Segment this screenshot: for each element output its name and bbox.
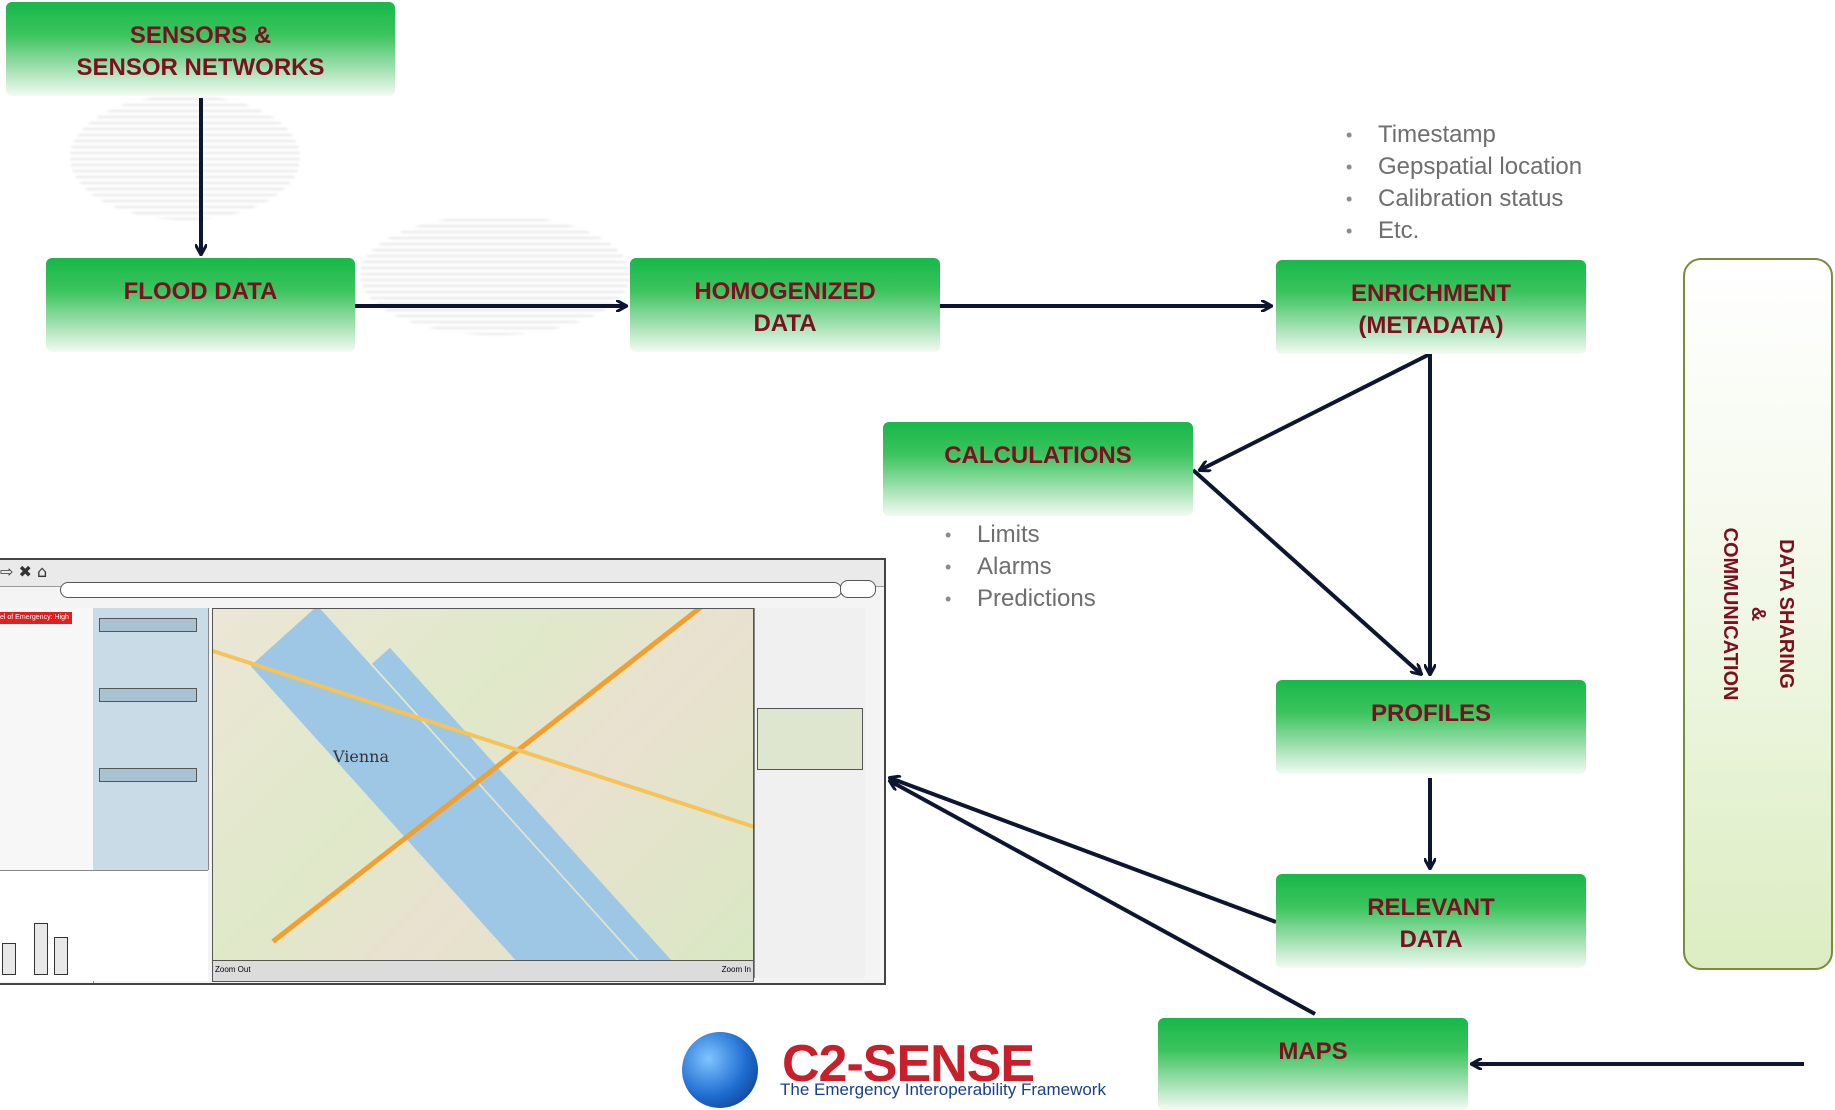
node-enrichment-line1: ENRICHMENT <box>1351 280 1511 307</box>
mock-minimap <box>757 708 863 770</box>
node-relevant-line2: DATA <box>1399 926 1463 953</box>
arrow-calculations-to-profiles <box>1191 468 1421 674</box>
arrow-relevant-to-mockup <box>890 778 1277 924</box>
node-flood-data: FLOOD DATA <box>46 258 355 352</box>
emergency-map-screenshot: ⇨ ✖ ⌂ el of Emergency: High Vienna Zoom … <box>0 558 886 985</box>
node-relevant-line1: RELEVANT <box>1367 894 1495 921</box>
side-line1: DATA SHARING <box>1775 539 1797 689</box>
node-calculations-label: CALCULATIONS <box>944 442 1132 469</box>
node-calculations: CALCULATIONS <box>883 422 1193 516</box>
binary-stream-decoration-top <box>70 95 300 220</box>
node-profiles-label: PROFILES <box>1370 700 1491 727</box>
logo-tagline: The Emergency Interoperability Framework <box>780 1080 1106 1099</box>
node-maps: MAPS <box>1158 1018 1468 1110</box>
mock-city-label: Vienna <box>333 747 390 766</box>
calculation-bullet: Alarms <box>937 551 1096 583</box>
node-sensors-line1: SENSORS & <box>129 22 272 49</box>
mock-bar <box>2 943 16 975</box>
node-sensors: SENSORS & SENSOR NETWORKS <box>6 2 395 96</box>
mock-emergency-level: el of Emergency: High <box>0 612 72 624</box>
mock-filter-panel <box>93 608 209 870</box>
calculation-bullet-list: Limits Alarms Predictions <box>937 519 1096 615</box>
mock-filter-header <box>99 618 197 632</box>
mock-right-panel <box>754 608 865 978</box>
side-line2: & <box>1747 606 1769 622</box>
mock-nav-icons: ⇨ ✖ ⌂ <box>0 562 48 581</box>
mock-filter-header <box>99 768 197 782</box>
node-sensors-line2: SENSOR NETWORKS <box>76 54 325 81</box>
mock-url-bar <box>60 582 842 598</box>
binary-stream-decoration-middle <box>360 215 630 335</box>
mock-chart-area <box>0 870 208 981</box>
side-line3: COMMUNICATION <box>1719 527 1741 701</box>
metadata-bullet: Calibration status <box>1338 183 1582 215</box>
mock-filter-header <box>99 688 197 702</box>
mock-map-view: Vienna <box>212 608 754 962</box>
mock-bar <box>54 937 68 975</box>
calculation-bullet: Limits <box>937 519 1096 551</box>
mock-bar <box>34 923 48 975</box>
calculation-bullet: Predictions <box>937 583 1096 615</box>
node-flood-data-label: FLOOD DATA <box>123 278 278 305</box>
node-enrichment-line2: (METADATA) <box>1358 312 1504 339</box>
globe-icon <box>682 1032 758 1108</box>
metadata-bullet-list: Timestamp Gepspatial location Calibratio… <box>1338 119 1582 247</box>
logo-name: C2-SENSE <box>782 1035 1035 1093</box>
node-homogenized-data: HOMOGENIZED DATA <box>630 258 940 352</box>
data-sharing-panel: DATA SHARING & COMMUNICATION <box>1683 258 1833 970</box>
node-maps-label: MAPS <box>1278 1038 1348 1065</box>
node-enrichment: ENRICHMENT (METADATA) <box>1276 260 1586 354</box>
arrow-maps-to-mockup <box>890 781 1316 1016</box>
mock-zoom-in: Zoom In <box>721 965 751 974</box>
node-homogenized-line2: DATA <box>753 310 817 337</box>
node-homogenized-line1: HOMOGENIZED <box>694 278 876 305</box>
metadata-bullet: Timestamp <box>1338 119 1582 151</box>
mock-zoom-bar: Zoom Out Zoom In <box>212 960 754 982</box>
metadata-bullet: Etc. <box>1338 215 1582 247</box>
arrow-enrichment-to-calculations <box>1200 352 1431 470</box>
mock-zoom-out: Zoom Out <box>215 965 251 974</box>
mock-search-field <box>840 580 876 598</box>
node-profiles: PROFILES <box>1276 680 1586 774</box>
metadata-bullet: Gepspatial location <box>1338 151 1582 183</box>
node-relevant-data: RELEVANT DATA <box>1276 874 1586 968</box>
data-sharing-label: DATA SHARING & COMMUNICATION <box>1716 528 1800 701</box>
c2-sense-logo: C2-SENSE The Emergency Interoperability … <box>672 1018 1152 1110</box>
